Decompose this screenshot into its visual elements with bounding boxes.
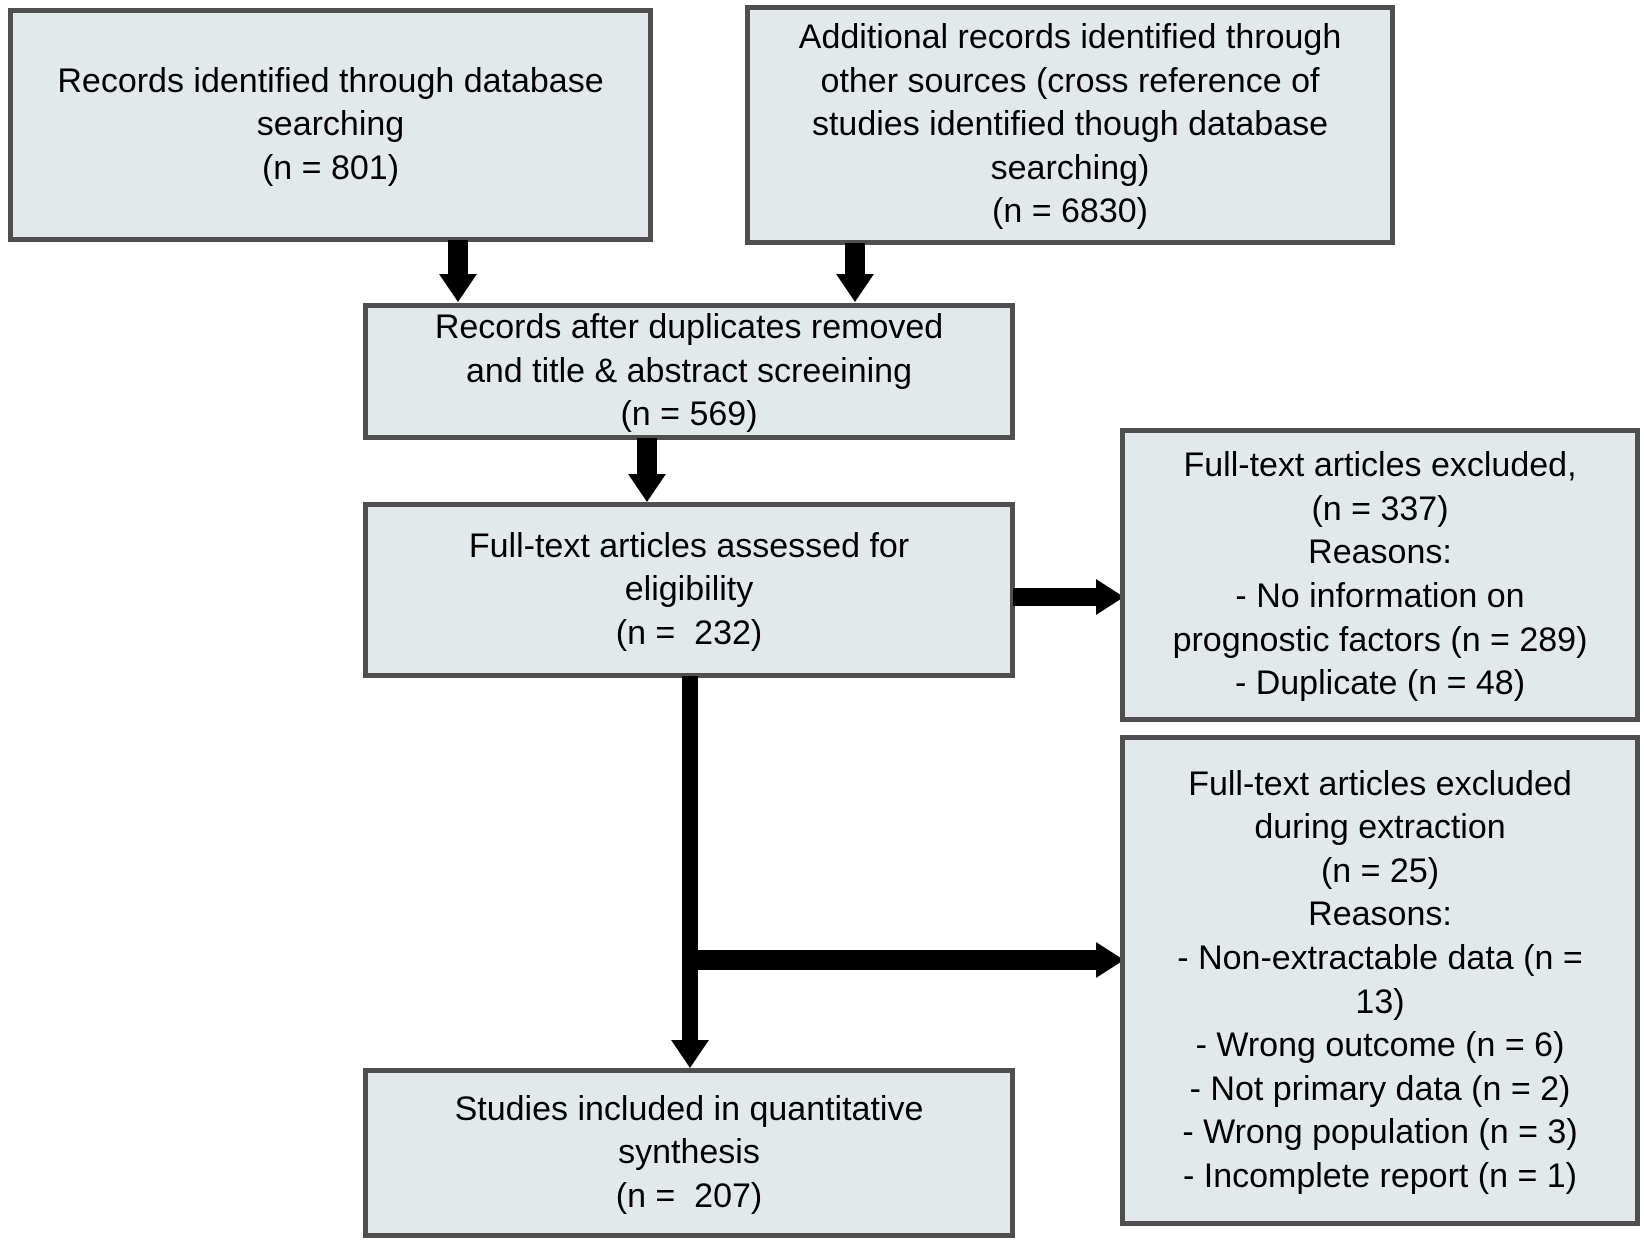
box-eligibility: Full-text articles assessed for eligibil… [363,502,1015,678]
box-text-line: - Non-extractable data (n = [1177,938,1583,977]
box-included-quantitative: Studies included in quantitative synthes… [363,1068,1015,1238]
arrow-eligibility-to-included-stem [682,676,698,1042]
box-records-database: Records identified through database sear… [8,8,653,242]
box-text-line: Records after duplicates removed [434,308,944,347]
box-text-line: (n = 6830) [992,192,1148,231]
box-excluded-extraction: Full-text articles excluded during extra… [1120,735,1640,1226]
box-text-line: - Incomplete report (n = 1) [1182,1156,1577,1195]
box-text-line: other sources (cross reference of [820,61,1320,100]
arrow-eligibility-to-excluded-head [1096,579,1124,615]
box-text-line: (n = 801) [261,148,400,187]
arrow-screening-to-eligibility-stem [637,438,657,474]
box-text-line: (n = 207) [615,1176,763,1215]
arrow-database-to-screening-stem [448,240,468,274]
box-text-line: Records identified through database [57,61,604,100]
box-text-line: - Not primary data (n = 2) [1189,1069,1571,1108]
box-text-line: Reasons: [1308,895,1452,934]
arrow-other-to-screening-stem [845,243,865,274]
box-text-line: (n = 232) [615,613,763,652]
box-text-line: during extraction [1254,808,1506,847]
arrow-eligibility-to-included-head [671,1040,709,1068]
box-text-line: prognostic factors (n = 289) [1172,620,1588,659]
box-excluded-fulltext: Full-text articles excluded, (n = 337) R… [1120,428,1640,722]
arrow-database-to-screening-head [439,274,477,302]
box-text-line: - Wrong outcome (n = 6) [1195,1026,1565,1065]
arrow-other-to-screening-head [836,274,874,302]
box-records-other-sources: Additional records identified through ot… [745,5,1395,245]
box-text-line: searching [256,105,405,144]
box-text-line: Studies included in quantitative [454,1089,924,1128]
box-text-line: searching) [990,148,1150,187]
box-text-line: - Duplicate (n = 48) [1234,664,1526,703]
box-text-line: Full-text articles excluded [1188,764,1572,803]
box-text-line: synthesis [618,1133,760,1172]
box-text-line: and title & abstract screeining [465,351,913,390]
box-text-line: Additional records identified through [798,18,1342,57]
box-text-line: eligibility [624,570,754,609]
box-screening: Records after duplicates removed and tit… [363,303,1015,440]
box-text-line: - Wrong population (n = 3) [1182,1113,1578,1152]
box-text-line: (n = 337) [1311,489,1449,528]
box-text-line: studies identified though database [811,105,1329,144]
box-text-line: Full-text articles assessed for [468,526,910,565]
arrow-eligibility-to-excluded-stem [1013,588,1097,606]
arrow-branch-to-extraction-excluded-head [1096,942,1124,978]
arrow-branch-to-extraction-excluded-stem [682,950,1096,970]
arrow-screening-to-eligibility-head [628,474,666,502]
box-text-line: 13) [1355,982,1405,1021]
box-text-line: (n = 569) [620,395,758,434]
box-text-line: (n = 25) [1320,851,1440,890]
box-text-line: Full-text articles excluded, [1183,446,1577,485]
box-text-line: Reasons: [1308,533,1452,572]
box-text-line: - No information on [1235,577,1525,615]
